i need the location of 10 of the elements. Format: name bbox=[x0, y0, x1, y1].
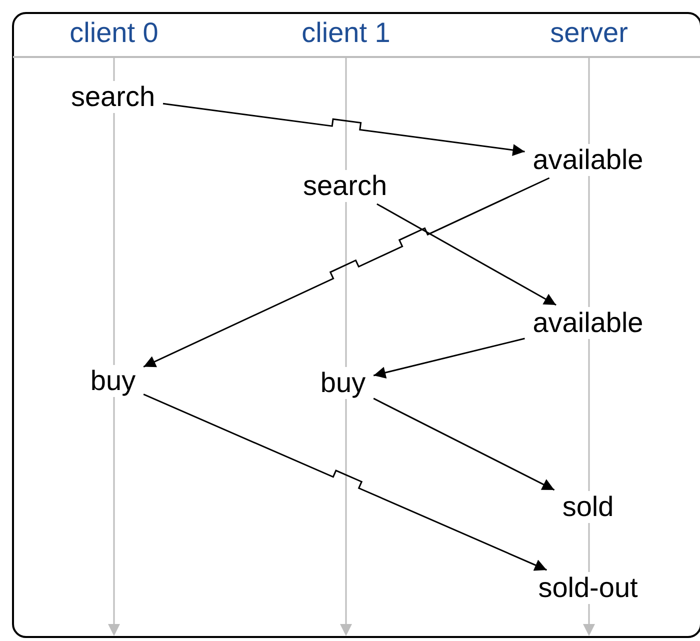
lane-header: client 0 bbox=[70, 16, 158, 50]
arrow bbox=[373, 338, 525, 378]
arrow bbox=[373, 398, 555, 491]
arrow bbox=[376, 203, 556, 306]
lane-header: client 1 bbox=[302, 16, 390, 50]
arrow bbox=[143, 177, 550, 368]
arrow bbox=[143, 394, 547, 571]
message-label: sold-out bbox=[536, 572, 640, 604]
arrow bbox=[162, 102, 525, 156]
lane-header: server bbox=[550, 16, 628, 50]
